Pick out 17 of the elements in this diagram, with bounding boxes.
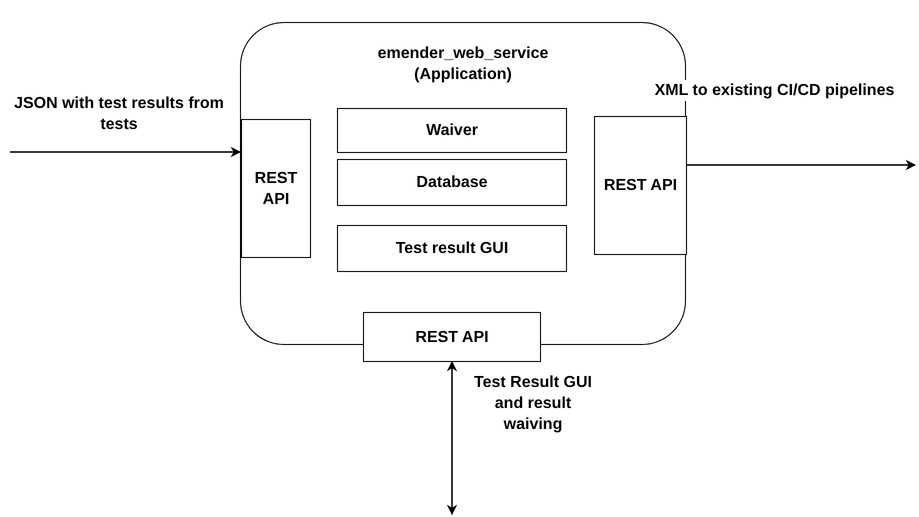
arrow [686,160,916,170]
component-box [337,108,567,153]
component-box [241,119,311,258]
box-label: Test result GUI [394,239,510,259]
box-label: REST API [602,176,678,196]
box-label: Waiver [425,121,479,141]
component-box [594,116,687,255]
container-title: emender_web_service (Application) [376,44,550,85]
box-label: Database [415,173,489,193]
box-label: REST API [254,168,298,210]
arrow [446,360,458,516]
component-box [337,159,567,206]
box-label: REST API [414,328,490,348]
arrow [10,146,242,158]
component-box [363,312,541,362]
service-container [240,22,686,345]
component-box [337,225,567,272]
